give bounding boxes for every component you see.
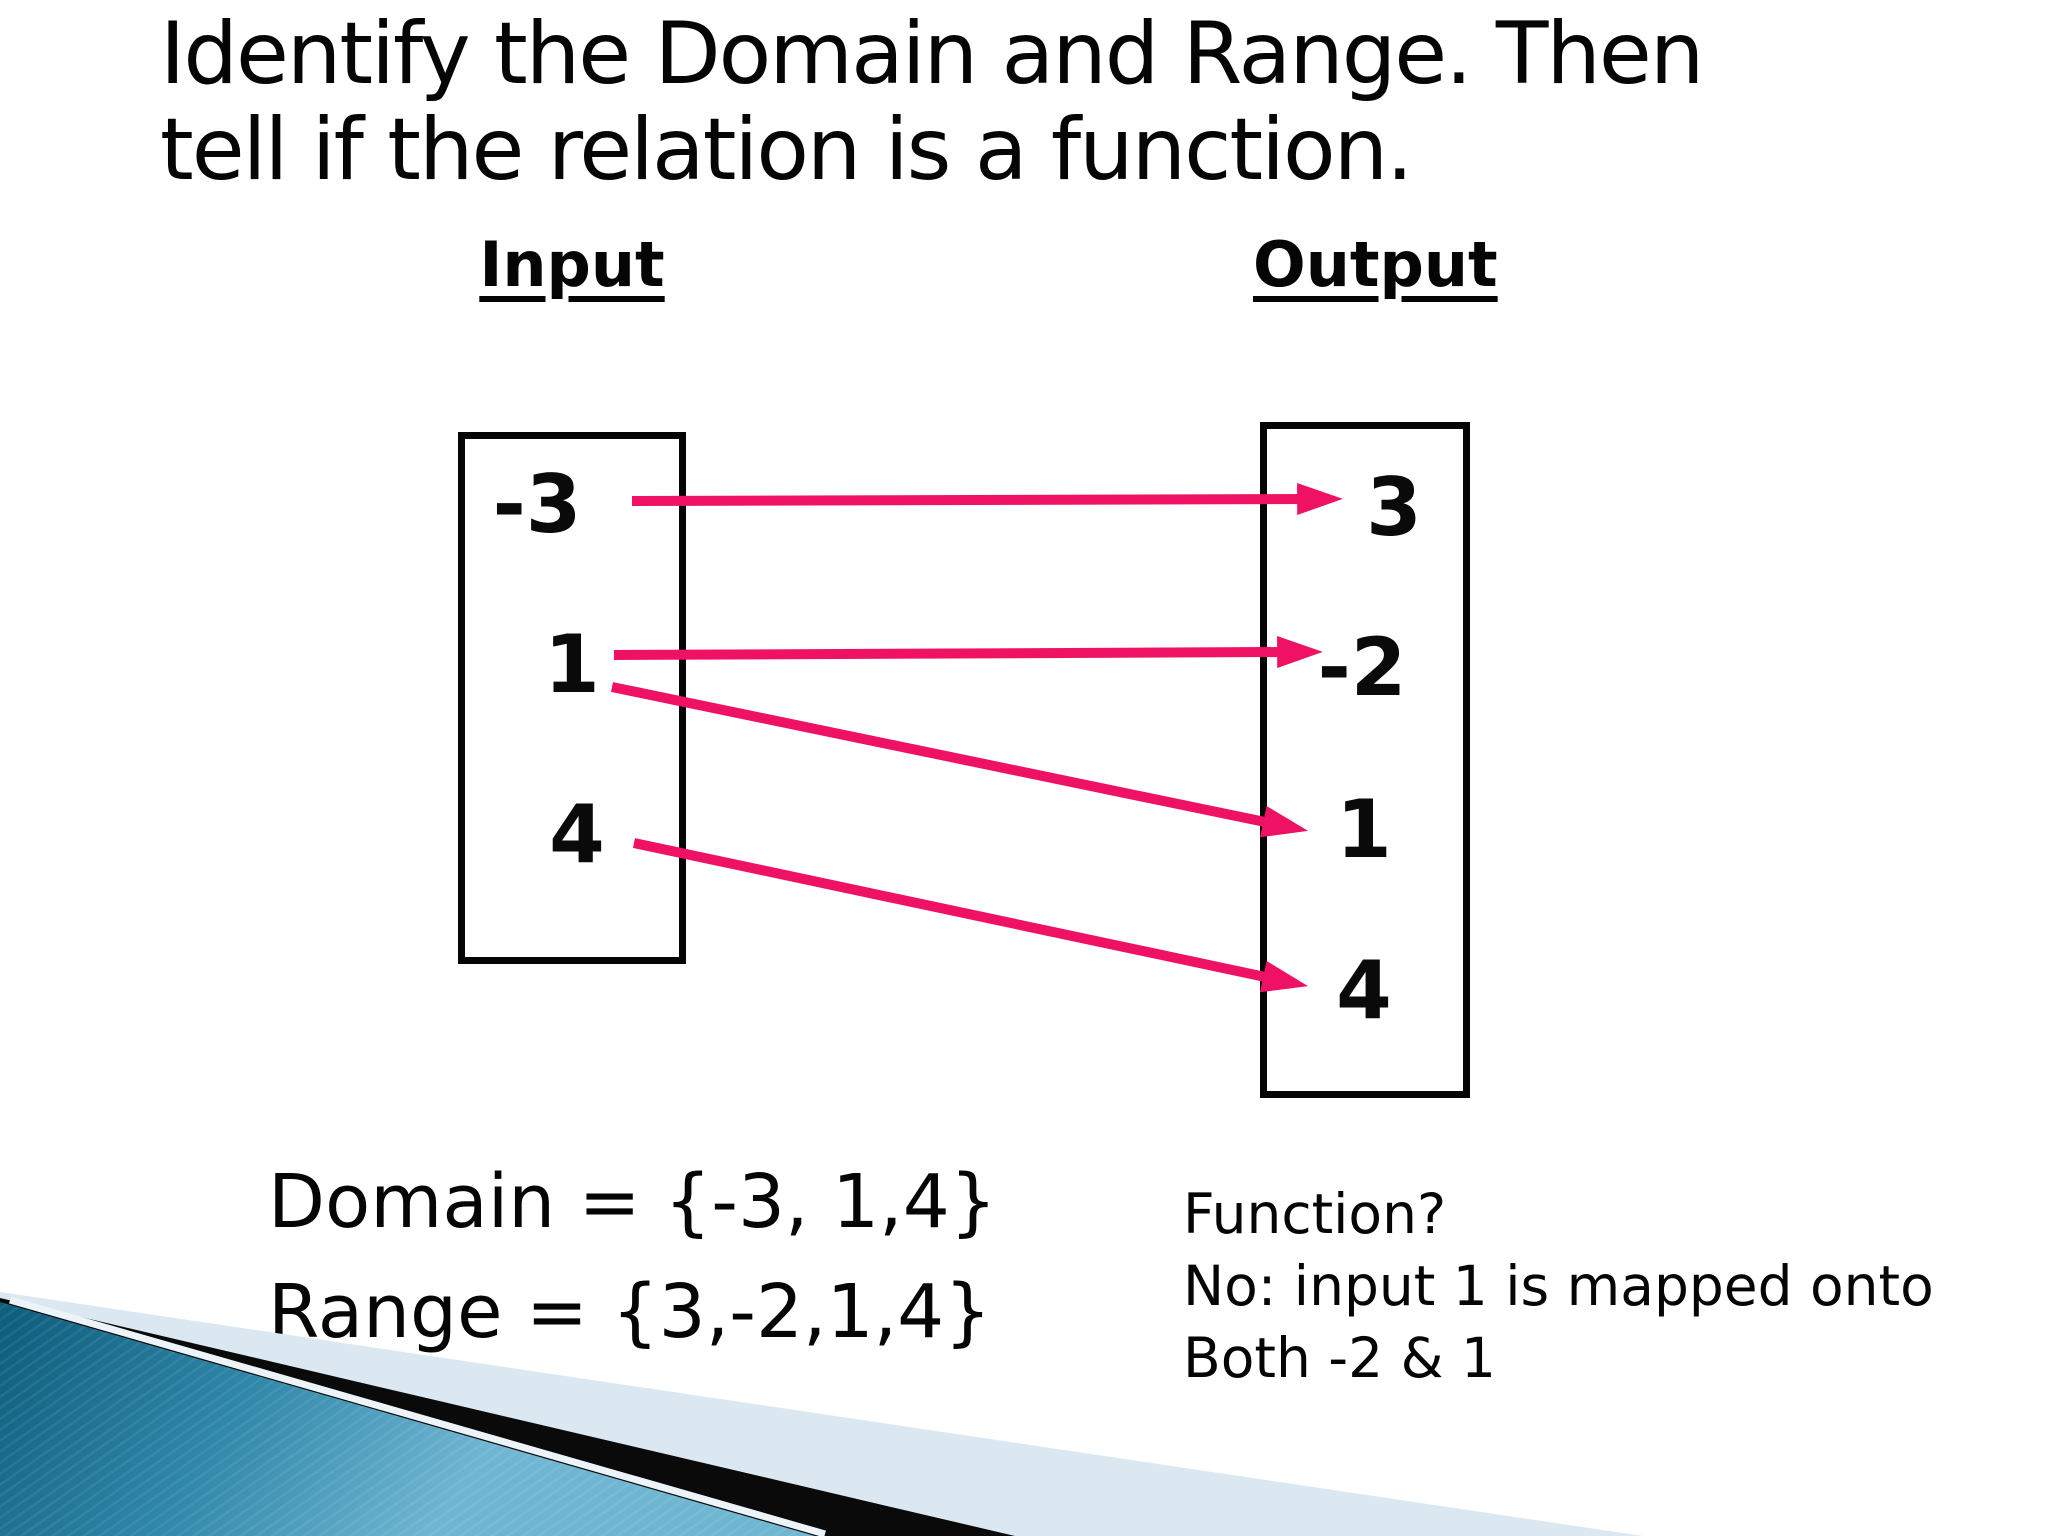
output-value: 4	[1336, 944, 1392, 1037]
input-value: 4	[549, 788, 605, 881]
function-answer-line2: Both -2 & 1	[1183, 1326, 1496, 1391]
arrow-1-to-1	[610, 682, 1309, 838]
arrow-4-to-4	[632, 838, 1309, 993]
slide-title: Identify the Domain and Range. Then tell…	[160, 6, 1980, 199]
arrow-1-to-neg2	[613, 636, 1323, 669]
function-answer-text: Function? No: input 1 is mapped onto Bot…	[1183, 1178, 2043, 1394]
slide-title-line1: Identify the Domain and Range. Then	[160, 4, 1704, 104]
slide-title-line2: tell if the relation is a function.	[160, 100, 1414, 201]
function-question: Function?	[1183, 1182, 1447, 1246]
range-text: Range = {3,-2,1,4}	[268, 1268, 992, 1355]
function-answer-line1: No: input 1 is mapped onto	[1183, 1254, 1934, 1319]
arrow-neg3-to-3	[631, 483, 1343, 516]
output-column-label: Output	[1253, 228, 1498, 301]
output-value: -2	[1317, 621, 1407, 714]
domain-range-text: Domain = {-3, 1,4} Range = {3,-2,1,4}	[268, 1148, 1168, 1367]
domain-text: Domain = {-3, 1,4}	[268, 1159, 997, 1245]
output-value: 1	[1336, 783, 1392, 876]
input-value: 1	[544, 618, 600, 711]
output-value: 3	[1366, 461, 1422, 554]
input-value: -3	[492, 458, 582, 551]
input-column-label: Input	[479, 228, 665, 301]
